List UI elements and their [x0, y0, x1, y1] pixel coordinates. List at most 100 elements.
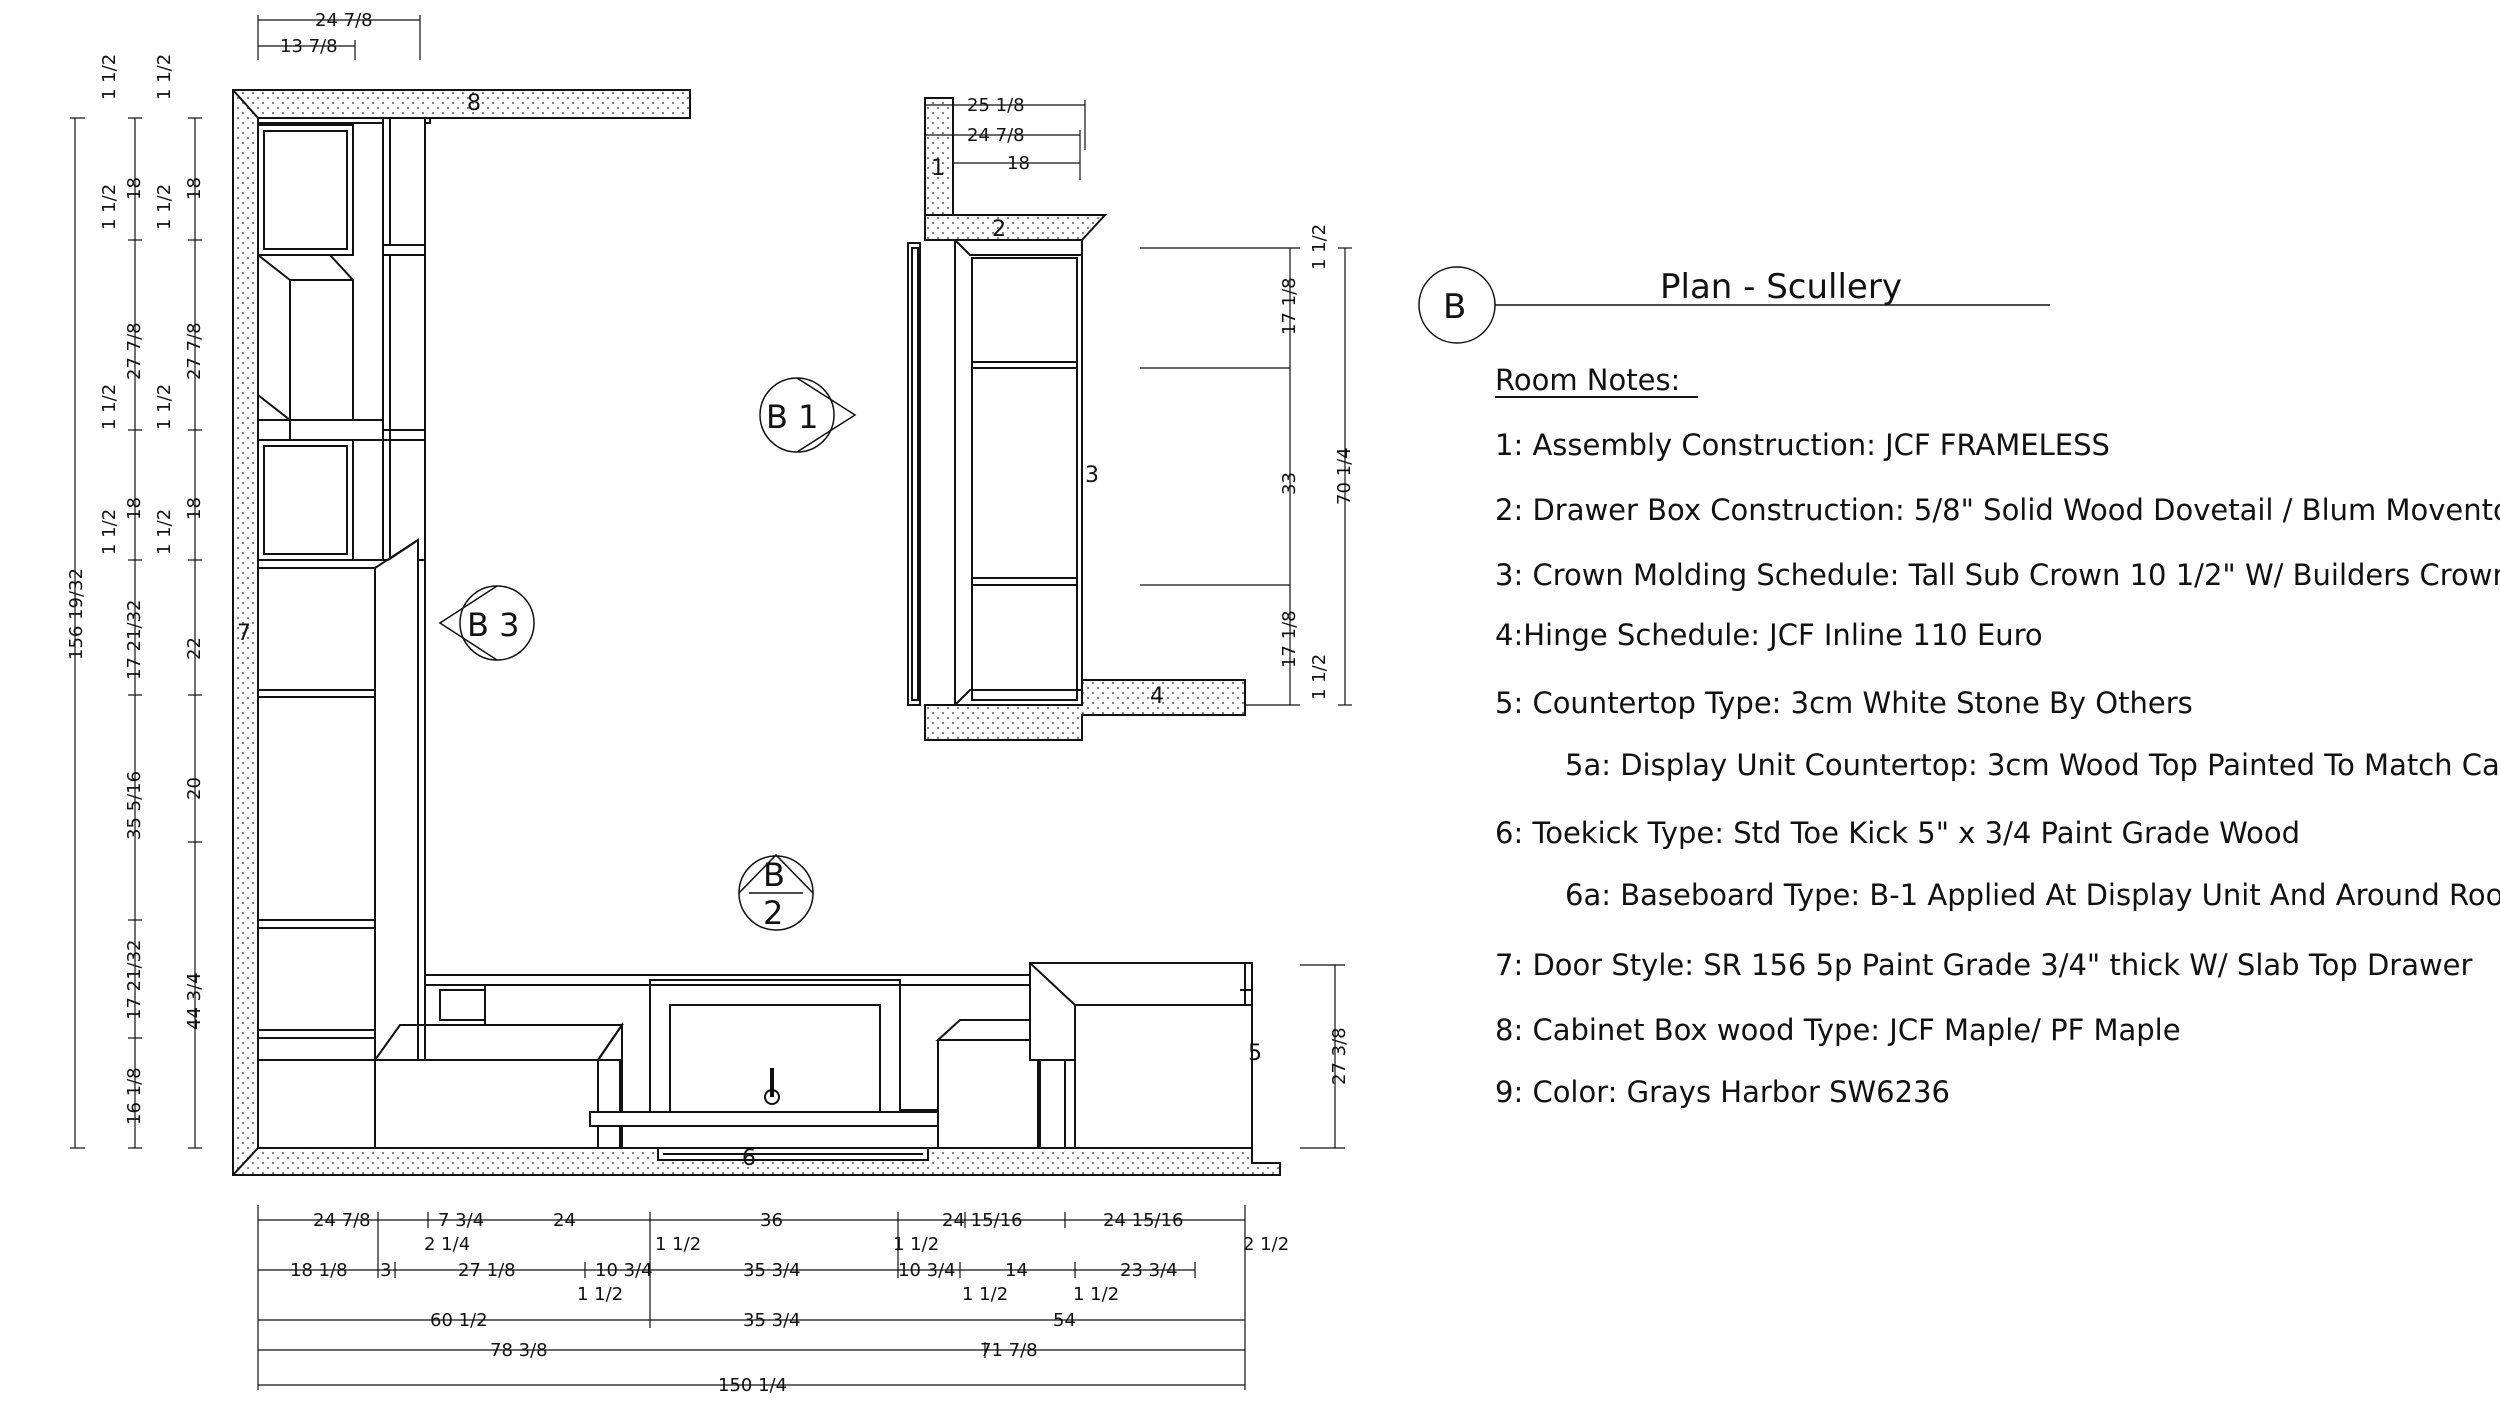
upper-cabinet-1 [257, 124, 354, 256]
svg-text:35 3/4: 35 3/4 [743, 1260, 801, 1281]
svg-text:1 1/2: 1 1/2 [154, 54, 175, 100]
note-3: 3: Crown Molding Schedule: Tall Sub Crow… [1495, 558, 2500, 592]
svg-text:78 3/8: 78 3/8 [490, 1340, 548, 1361]
svg-text:70 1/4: 70 1/4 [1334, 447, 1355, 505]
room-notes-heading: Room Notes: [1495, 363, 1680, 397]
svg-text:1 1/2: 1 1/2 [99, 184, 120, 230]
note-callouts: 8 7 6 5 4 3 2 1 [237, 91, 1262, 1171]
tall-cabinet-unit [907, 97, 1246, 741]
callout-4: 4 [1150, 684, 1164, 709]
callout-7: 7 [237, 621, 251, 646]
svg-text:54: 54 [1053, 1310, 1076, 1331]
svg-text:18: 18 [184, 497, 205, 520]
room-notes: Room Notes: 1: Assembly Construction: JC… [1495, 363, 2500, 1109]
svg-text:2 1/2: 2 1/2 [1243, 1234, 1289, 1255]
l-shaped-cabinet-run [232, 89, 1281, 1176]
svg-text:150 1/4: 150 1/4 [718, 1375, 787, 1396]
svg-text:2: 2 [763, 894, 783, 932]
svg-text:20: 20 [184, 777, 205, 800]
svg-text:35 3/4: 35 3/4 [743, 1310, 801, 1331]
svg-text:3: 3 [380, 1260, 391, 1281]
svg-text:2 1/4: 2 1/4 [424, 1234, 470, 1255]
svg-text:156 19/32: 156 19/32 [66, 568, 87, 660]
svg-text:1 1/2: 1 1/2 [99, 384, 120, 430]
dims-tall-unit: 25 1/8 24 7/8 18 1 1/2 17 1/8 33 17 1/8 … [925, 95, 1355, 706]
svg-text:27 7/8: 27 7/8 [184, 322, 205, 380]
callout-5: 5 [1248, 1041, 1262, 1066]
svg-text:18 1/8: 18 1/8 [290, 1260, 348, 1281]
svg-text:13 7/8: 13 7/8 [280, 36, 338, 57]
callout-8: 8 [467, 91, 481, 116]
section-title-block: B Plan - Scullery [1418, 266, 2050, 344]
note-4: 4:Hinge Schedule: JCF Inline 110 Euro [1495, 618, 2043, 652]
svg-text:7 3/4: 7 3/4 [438, 1210, 484, 1231]
svg-text:71 7/8: 71 7/8 [980, 1340, 1038, 1361]
svg-text:27 7/8: 27 7/8 [124, 322, 145, 380]
svg-text:1 1/2: 1 1/2 [154, 509, 175, 555]
note-5: 5: Countertop Type: 3cm White Stone By O… [1495, 686, 2193, 720]
svg-text:1 1/2: 1 1/2 [893, 1234, 939, 1255]
svg-text:1 1/2: 1 1/2 [962, 1284, 1008, 1305]
dims-top-left: 24 7/8 13 7/8 [257, 10, 421, 60]
callout-3: 3 [1085, 463, 1099, 488]
tall-left-column [257, 559, 389, 1061]
svg-text:1 1/2: 1 1/2 [655, 1234, 701, 1255]
svg-text:10 3/4: 10 3/4 [595, 1260, 653, 1281]
svg-text:10 3/4: 10 3/4 [898, 1260, 956, 1281]
svg-text:18: 18 [124, 497, 145, 520]
note-1: 1: Assembly Construction: JCF FRAMELESS [1495, 428, 2110, 462]
svg-text:1 1/2: 1 1/2 [99, 509, 120, 555]
svg-text:33: 33 [1279, 472, 1300, 495]
svg-text:1 1/2: 1 1/2 [154, 384, 175, 430]
upper-cabinet-3 [257, 439, 354, 561]
svg-text:24 15/16: 24 15/16 [942, 1210, 1023, 1231]
dims-bottom: 24 7/8 7 3/4 24 36 24 15/16 24 15/16 2 1… [257, 1205, 1289, 1396]
elevation-marker-b1: B 1 [759, 377, 857, 453]
svg-text:24 7/8: 24 7/8 [967, 125, 1025, 146]
base-cabinet-a [374, 1059, 621, 1149]
section-id: B [1443, 287, 1466, 327]
svg-text:17 21/32: 17 21/32 [124, 600, 145, 681]
svg-text:24: 24 [553, 1210, 576, 1231]
elevation-marker-b3: B 3 [438, 585, 535, 661]
svg-text:36: 36 [760, 1210, 783, 1231]
svg-text:44 3/4: 44 3/4 [184, 972, 205, 1030]
callout-2: 2 [992, 217, 1006, 242]
svg-text:1 1/2: 1 1/2 [1309, 654, 1330, 700]
svg-text:24 15/16: 24 15/16 [1103, 1210, 1184, 1231]
svg-text:25 1/8: 25 1/8 [967, 95, 1025, 116]
svg-text:18: 18 [124, 177, 145, 200]
svg-text:27 3/8: 27 3/8 [1329, 1027, 1350, 1085]
svg-text:17 1/8: 17 1/8 [1279, 277, 1300, 335]
svg-text:B 1: B 1 [766, 398, 818, 436]
svg-text:14: 14 [1005, 1260, 1028, 1281]
note-8: 8: Cabinet Box wood Type: JCF Maple/ PF … [1495, 1013, 2181, 1047]
svg-text:24 7/8: 24 7/8 [313, 1210, 371, 1231]
svg-text:22: 22 [184, 637, 205, 660]
note-6a: 6a: Baseboard Type: B-1 Applied At Displ… [1565, 878, 2500, 912]
note-9: 9: Color: Grays Harbor SW6236 [1495, 1075, 1950, 1109]
svg-text:27 1/8: 27 1/8 [458, 1260, 516, 1281]
svg-text:1 1/2: 1 1/2 [1073, 1284, 1119, 1305]
svg-text:1 1/2: 1 1/2 [99, 54, 120, 100]
note-7: 7: Door Style: SR 156 5p Paint Grade 3/4… [1495, 948, 2473, 982]
svg-text:23 3/4: 23 3/4 [1120, 1260, 1178, 1281]
svg-text:17 21/32: 17 21/32 [124, 940, 145, 1021]
svg-text:1 1/2: 1 1/2 [1309, 224, 1330, 270]
note-2: 2: Drawer Box Construction: 5/8" Solid W… [1495, 493, 2500, 527]
dims-left: 156 19/32 1 1/2 18 1 1/2 27 7/8 1 1/2 18… [66, 54, 205, 1149]
svg-text:35 5/16: 35 5/16 [124, 771, 145, 840]
svg-text:16 1/8: 16 1/8 [124, 1067, 145, 1125]
note-6: 6: Toekick Type: Std Toe Kick 5" x 3/4 P… [1495, 816, 2300, 850]
svg-text:1 1/2: 1 1/2 [154, 184, 175, 230]
note-5a: 5a: Display Unit Countertop: 3cm Wood To… [1565, 748, 2500, 782]
svg-text:18: 18 [184, 177, 205, 200]
svg-text:1 1/2: 1 1/2 [577, 1284, 623, 1305]
svg-text:18: 18 [1007, 153, 1030, 174]
page-title: Plan - Scullery [1660, 267, 1902, 307]
svg-text:B 3: B 3 [467, 606, 519, 644]
svg-text:B: B [763, 856, 785, 894]
callout-1: 1 [931, 156, 945, 181]
svg-text:60 1/2: 60 1/2 [430, 1310, 488, 1331]
